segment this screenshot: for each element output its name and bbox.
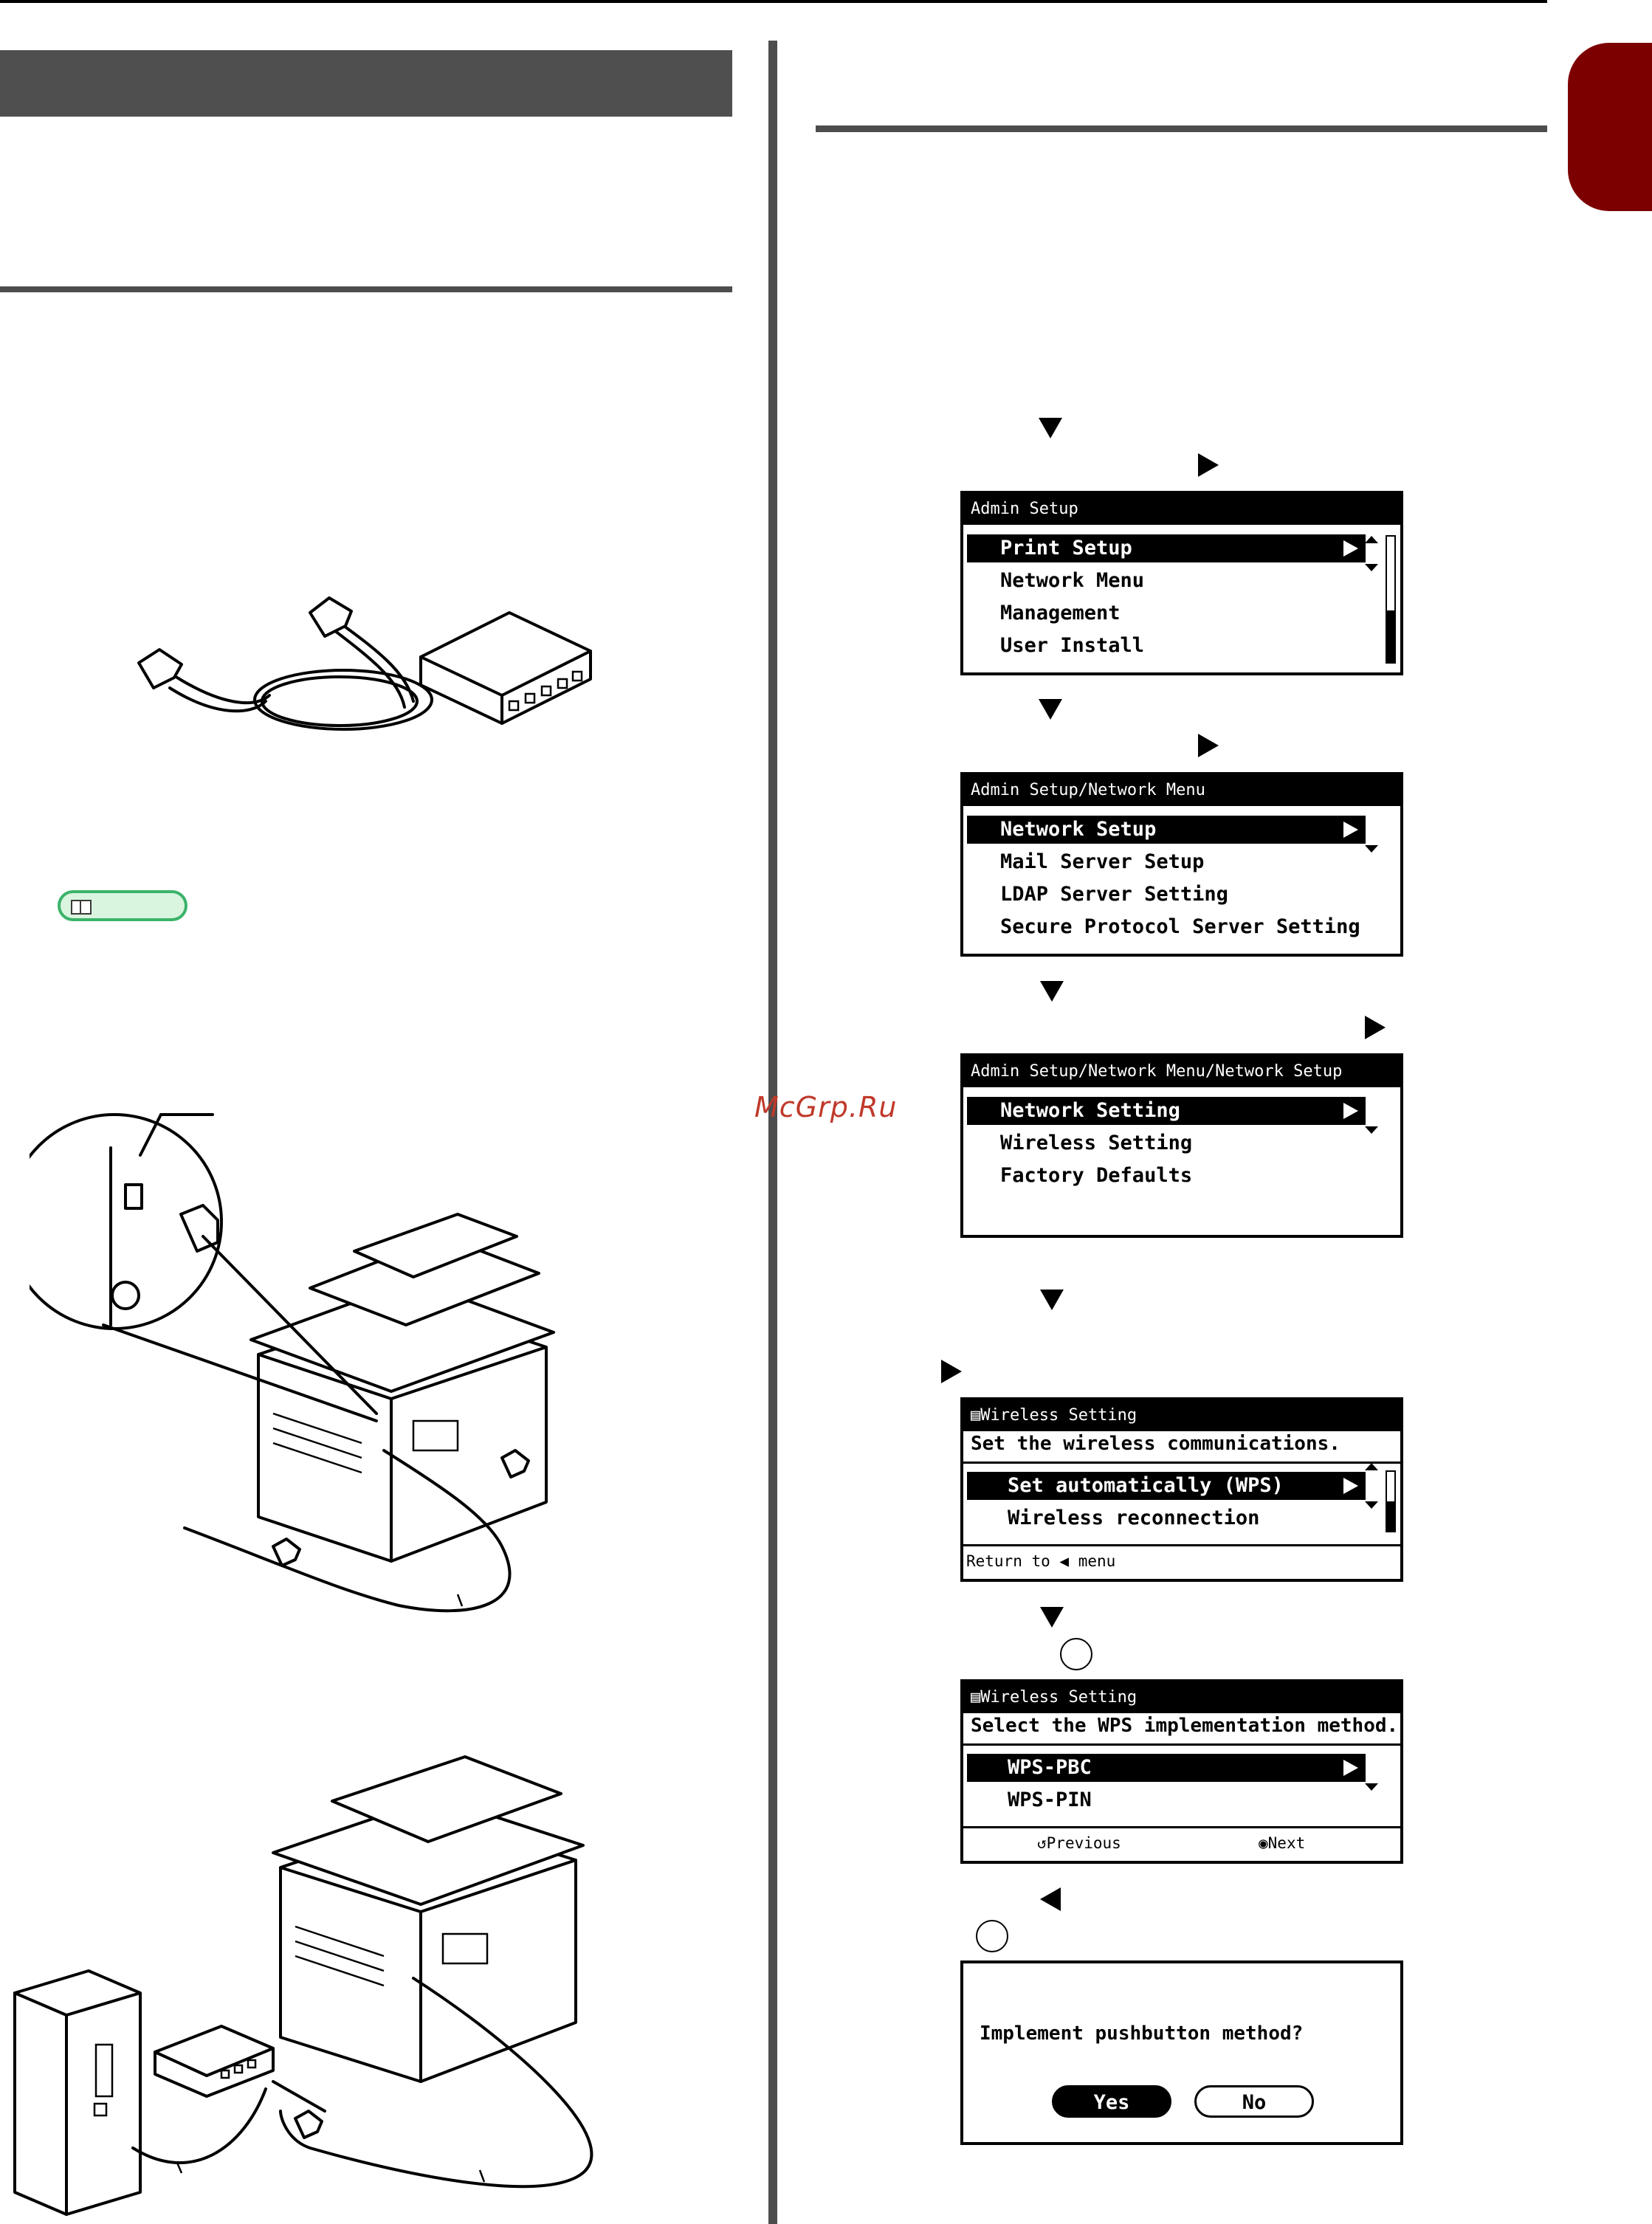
pc-hub-printer-illustration [13, 1755, 593, 2216]
submenu-arrow-icon [1343, 540, 1358, 557]
scroll-down-icon [1365, 845, 1378, 853]
top-rule [0, 0, 1547, 3]
right-arrow-icon [941, 1360, 962, 1383]
menu-item-mail-server-setup[interactable]: Mail Server Setup [1000, 850, 1205, 873]
lcd-message: Select the WPS implementation method. [971, 1715, 1399, 1737]
hub-drawing [154, 2025, 275, 2098]
lan-port-detail [109, 1146, 219, 1326]
menu-item-management[interactable]: Management [1000, 602, 1121, 624]
scrollbar[interactable] [1386, 1470, 1396, 1532]
lcd-network-setup: Admin Setup/Network Menu/Network Setup N… [960, 1053, 1403, 1238]
lcd-footer: Return to ◀ menu [963, 1544, 1400, 1579]
lcd-header: Admin Setup [963, 494, 1400, 525]
yes-button[interactable]: Yes [1052, 2085, 1171, 2118]
scrollbar-thumb[interactable] [1387, 610, 1394, 662]
down-arrow-icon [1040, 981, 1064, 1002]
lcd-header: ▤Wireless Setting [963, 1400, 1400, 1431]
left-section-header-bar [0, 50, 732, 117]
menu-item-network-menu[interactable]: Network Menu [1000, 569, 1145, 592]
menu-item-secure-protocol-server-setting[interactable]: Secure Protocol Server Setting [1000, 915, 1360, 938]
lcd-network-menu: Admin Setup/Network Menu Network Setup M… [960, 772, 1403, 957]
scroll-down-icon [1365, 1783, 1378, 1791]
lcd-wps-method: ▤Wireless Setting Select the WPS impleme… [960, 1679, 1403, 1864]
right-section-rule [816, 125, 1547, 132]
lcd-confirm-pushbutton: Implement pushbutton method? Yes No [960, 1960, 1403, 2145]
lan-cable-and-hub-illustration [137, 596, 592, 731]
lcd-message: Set the wireless communications. [971, 1433, 1340, 1455]
scroll-down-icon [1365, 1501, 1378, 1509]
lcd-header: Admin Setup/Network Menu/Network Setup [963, 1056, 1400, 1087]
right-arrow-icon [1198, 453, 1219, 477]
lcd-separator [963, 1743, 1400, 1746]
submenu-arrow-icon [1343, 1478, 1358, 1494]
printer-drawing [272, 1755, 585, 2083]
printer-lan-connection-illustration [30, 1113, 555, 1613]
scroll-down-icon [1365, 1126, 1378, 1134]
menu-item-network-setup[interactable]: Network Setup [967, 816, 1366, 844]
book-icon [71, 900, 92, 915]
lcd-header: Admin Setup/Network Menu [963, 775, 1400, 806]
menu-item-ldap-server-setting[interactable]: LDAP Server Setting [1000, 883, 1228, 906]
menu-item-wps-pin[interactable]: WPS-PIN [1008, 1789, 1092, 1811]
footer-previous[interactable]: ↺Previous [1037, 1834, 1121, 1852]
menu-item-wireless-setting[interactable]: Wireless Setting [1000, 1132, 1193, 1154]
scroll-up-icon [1365, 536, 1378, 543]
menu-item-user-install[interactable]: User Install [1000, 634, 1145, 657]
printer-lan-cable [183, 1449, 530, 1613]
ok-circle-icon [1060, 1638, 1092, 1670]
down-arrow-icon [1039, 699, 1062, 720]
reference-button[interactable] [58, 890, 187, 921]
lcd-message: Implement pushbutton method? [980, 2022, 1304, 2045]
lcd-admin-setup: Admin Setup Print Setup Network Menu Man… [960, 491, 1403, 675]
submenu-arrow-icon [1343, 1760, 1358, 1776]
chapter-tab[interactable] [1568, 43, 1652, 211]
scrollbar-thumb[interactable] [1387, 1501, 1394, 1531]
footer-next[interactable]: ◉Next [1259, 1834, 1306, 1852]
ok-circle-icon [976, 1920, 1008, 1952]
lcd-wireless-setting: ▤Wireless Setting Set the wireless commu… [960, 1397, 1403, 1582]
menu-item-print-setup[interactable]: Print Setup [967, 534, 1366, 562]
multifunction-printer-drawing [249, 1213, 555, 1563]
menu-item-set-automatically-wps[interactable]: Set automatically (WPS) [967, 1472, 1366, 1500]
lcd-header: ▤Wireless Setting [963, 1682, 1400, 1713]
ok-icon: ◉ [1259, 1834, 1268, 1852]
right-arrow-icon [1365, 1016, 1386, 1039]
menu-item-wireless-reconnection[interactable]: Wireless reconnection [1008, 1507, 1260, 1529]
left-section-rule [0, 286, 732, 292]
scroll-down-icon [1365, 564, 1378, 571]
left-arrow-icon [1040, 1887, 1061, 1911]
scroll-up-icon [1365, 1463, 1378, 1470]
down-arrow-icon [1039, 418, 1062, 438]
submenu-arrow-icon [1343, 822, 1358, 838]
column-divider [768, 41, 777, 2224]
computer-tower-drawing [13, 1969, 142, 2216]
network-hub-illustration [419, 611, 592, 725]
menu-item-wps-pbc[interactable]: WPS-PBC [967, 1754, 1366, 1782]
no-button[interactable]: No [1194, 2085, 1314, 2118]
previous-icon: ↺ [1037, 1834, 1047, 1852]
lan-cable-illustration [137, 596, 433, 731]
right-arrow-icon [1198, 734, 1219, 757]
menu-item-network-setting[interactable]: Network Setting [967, 1097, 1366, 1125]
down-arrow-icon [1040, 1290, 1064, 1310]
wireless-screen-icon: ▤ [971, 1688, 981, 1707]
watermark: McGrp.Ru [754, 1091, 898, 1123]
submenu-arrow-icon [1343, 1103, 1358, 1119]
wireless-screen-icon: ▤ [971, 1406, 981, 1425]
scrollbar[interactable] [1386, 535, 1396, 664]
menu-item-factory-defaults[interactable]: Factory Defaults [1000, 1164, 1193, 1187]
lcd-separator [963, 1462, 1400, 1464]
lcd-footer: ↺Previous ◉Next [963, 1826, 1400, 1861]
down-arrow-icon [1040, 1607, 1064, 1628]
